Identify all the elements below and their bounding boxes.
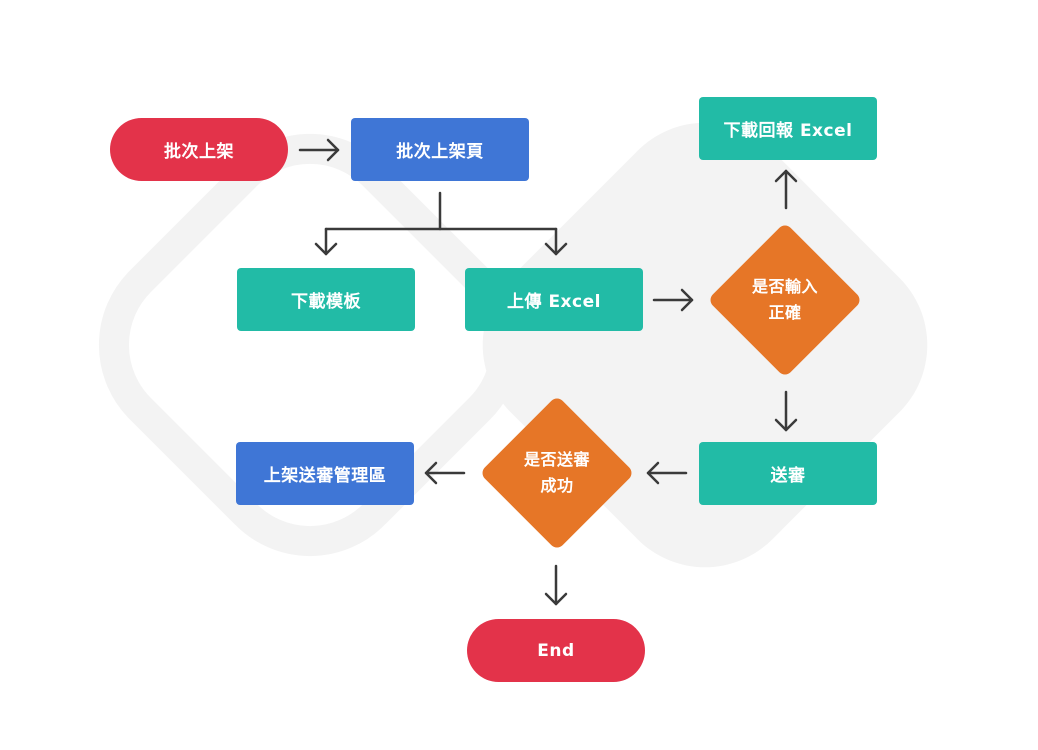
decision-input-text: 是否輸入 正確 (707, 222, 863, 378)
review-management-node-label: 上架送審管理區 (263, 466, 387, 486)
start-node-label: 批次上架 (164, 142, 234, 162)
arrow-submit-review-to-decision-review (646, 461, 688, 485)
decision-input-line1: 是否輸入 (751, 277, 818, 296)
end-node-label: End (537, 640, 575, 661)
decision-review-text: 是否送審 成功 (479, 395, 635, 551)
upload-excel-node: 上傳 Excel (465, 268, 643, 331)
download-report-node: 下載回報 Excel (699, 97, 877, 160)
arrow-decision-input-to-submit-review (774, 390, 798, 432)
upload-excel-node-label: 上傳 Excel (507, 292, 601, 312)
start-node: 批次上架 (110, 118, 288, 181)
decision-review-node: 是否送審 成功 (479, 395, 635, 551)
decision-input-line2: 正確 (768, 303, 802, 322)
download-template-node-label: 下載模板 (291, 292, 361, 312)
arrow-batch-page-split (314, 191, 568, 256)
review-management-node: 上架送審管理區 (236, 442, 414, 505)
download-report-node-label: 下載回報 Excel (723, 121, 853, 141)
arrow-decision-review-to-review-management (424, 461, 466, 485)
arrow-start-to-batch-page (298, 138, 340, 162)
decision-review-line1: 是否送審 (523, 450, 590, 469)
submit-review-node-label: 送審 (770, 466, 806, 486)
arrow-decision-input-to-download-report (774, 169, 798, 210)
download-template-node: 下載模板 (237, 268, 415, 331)
arrow-upload-to-decision-input (652, 288, 694, 312)
decision-input-node: 是否輸入 正確 (707, 222, 863, 378)
batch-page-node: 批次上架頁 (351, 118, 529, 181)
arrow-decision-review-to-end (544, 564, 568, 606)
decision-review-line2: 成功 (540, 476, 574, 495)
batch-page-node-label: 批次上架頁 (396, 142, 484, 162)
end-node: End (467, 619, 645, 682)
submit-review-node: 送審 (699, 442, 877, 505)
